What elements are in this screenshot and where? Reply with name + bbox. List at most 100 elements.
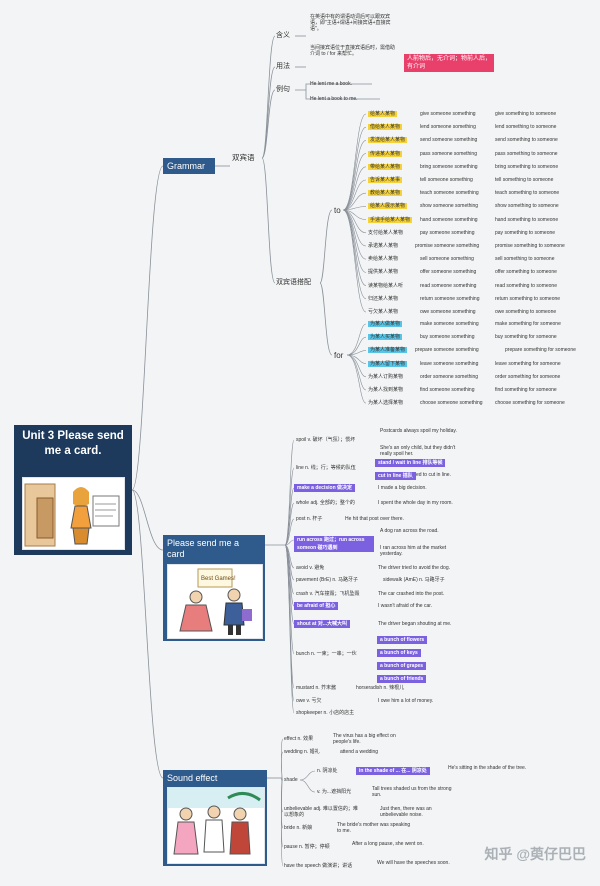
collocation-form-b: make something for someone [495, 321, 561, 327]
collocation-cn: 为某人准备某物 [368, 347, 408, 354]
collocation-cn: 为某人订购某物 [368, 373, 404, 380]
vocab-word: mustard n. 芥末酱 [296, 685, 337, 691]
collocation-form-a: tell someone something [420, 177, 473, 183]
for-label: for [334, 351, 344, 360]
root-node[interactable]: Unit 3 Please send me a card. [14, 425, 132, 555]
vocab-word: post n. 杆子 [296, 516, 323, 522]
collocation-form-a: pay someone something [420, 229, 475, 236]
collocation-cn: 带给某人某物 [368, 163, 403, 170]
collocation-form-a: give someone something [420, 111, 476, 117]
usage-label: 用法 [276, 63, 290, 70]
collocation-form-b: give something to someone [495, 111, 557, 117]
example-sentence: After a long pause, she went on. [352, 841, 424, 847]
phrase-chip: be afraid of 担心 [294, 602, 339, 610]
example-sentence: I made a big decision. [378, 485, 427, 491]
vocab-word: owe v. 亏欠 [296, 698, 322, 704]
card-text: Best Games! [201, 576, 236, 582]
grammar-node[interactable]: Grammar [163, 158, 215, 174]
collocation-cn: 给某人某物 [368, 111, 398, 117]
vocab-word: crash v. 汽车撞毁；飞机坠毁 [296, 591, 360, 597]
collocation-form-b: sell something to someone [495, 256, 555, 263]
example-sentence-2: He lent a book to me. [310, 96, 358, 102]
collocation-form-b: pass something to someone [495, 150, 558, 157]
collocation-form-b: offer something to someone [495, 269, 557, 276]
collocation-form-a: order someone something [420, 373, 479, 380]
collocation-form-b: lend something to someone [495, 124, 557, 131]
phrase-chip: a bunch of friends [377, 675, 427, 683]
collocation-form-a: return someone something [420, 295, 480, 302]
example-sentence: A dog ran across the road. [380, 528, 439, 534]
phrase-chip: a bunch of flowers [377, 636, 428, 644]
example-sentence: The driver began shouting at me. [378, 621, 452, 627]
collocation-cn: 支付给某人某物 [368, 229, 404, 236]
phrase-chip: stand / wait in line 排队等候 [375, 459, 446, 467]
double-object-label: 双宾语 [232, 153, 255, 162]
collocation-form-b: order something for someone [495, 373, 561, 380]
collocation-form-b: find something for someone [495, 387, 557, 393]
example-sentence: Just then, there was an unbelievable noi… [380, 806, 432, 818]
lesson-illustration: Best Games! [167, 564, 263, 639]
sound-illustration [167, 787, 265, 864]
grammar-title: Grammar [167, 161, 205, 171]
collocation-cn: 亏欠某人某物 [368, 309, 399, 315]
collocation-form-a: buy someone something [420, 334, 475, 341]
vocab-word: wedding n. 婚礼 [284, 749, 320, 755]
sound-node[interactable]: Sound effect [163, 770, 267, 866]
two-people-card-illustration: Best Games! [179, 568, 252, 635]
collocation-form-b: hand something to someone [495, 216, 559, 223]
vocab-word: pavement (BrE) n. 马路牙子 [296, 577, 358, 583]
phrase-chip: in the shade of ... 在... 阴凉处 [356, 767, 430, 775]
collocation-label: 双宾语搭配 [276, 279, 311, 286]
vocab-word: have the speech 做演讲；讲话 [284, 863, 353, 869]
example-label: 例句 [276, 86, 290, 93]
collocation-form-b: tell something to someone [495, 177, 554, 183]
collocation-cn: 为某人找到某物 [368, 387, 404, 393]
vocab-word: shopkeeper n. 小店的店主 [296, 710, 355, 716]
collocation-cn: 为某人买某物 [368, 334, 403, 341]
example-sentence: He hit that post over there. [345, 516, 404, 522]
collocation-form-b: owe something to someone [495, 309, 557, 315]
vocab-word: shade [284, 777, 298, 783]
example-sentence: Postcards always spoil my holiday. [380, 428, 457, 434]
wedding-guests-illustration [168, 788, 264, 855]
vocab-word: line n. 线；行；等候的队伍 [296, 465, 356, 471]
example-sentence: I spent the whole day in my room. [378, 500, 453, 506]
vocab-word: n. 阴凉处 [317, 768, 338, 774]
example-sentence: The driver tried to avoid the dog. [378, 565, 450, 571]
sound-title: Sound effect [167, 773, 218, 783]
example-sentence: He's sitting in the shade of the tree. [448, 765, 527, 771]
root-illustration [22, 477, 125, 550]
example-sentence: The virus has a big effect on people's l… [333, 733, 396, 745]
example-sentence: I owe him a lot of money. [378, 698, 434, 704]
collocation-cn: 给某人展示某物 [368, 203, 408, 210]
collocation-cn: 传递某人某物 [368, 150, 403, 157]
girl-at-door-illustration [24, 483, 120, 547]
vocab-word: unbelievable adj. 难以置信的；难以想象的 [284, 806, 358, 818]
collocation-cn: 归还某人某物 [368, 295, 399, 302]
collocation-form-a: pass someone something [420, 150, 477, 157]
example-sentence-1: He lent me a book. [310, 81, 352, 87]
collocation-cn: 为某人做某物 [368, 321, 403, 327]
vocab-word-extra: horseradish n. 辣根儿 [356, 685, 405, 691]
meaning-text: 在英语中有的谓语动词后可以跟双宾语，即"主语+谓语+间接宾语+直接宾语"。 [310, 14, 391, 32]
vocab-word: pause n. 暂停；停顿 [284, 844, 330, 850]
usage-note: 人前物后，无介词；物前人后，有介词 [404, 54, 494, 72]
vocab-word: avoid v. 避免 [296, 565, 325, 571]
collocation-cn: 手递手给某人某物 [368, 216, 413, 223]
collocation-form-a: find someone something [420, 387, 475, 393]
example-sentence: attend a wedding [340, 749, 379, 755]
vocab-word: v. 为...遮挡阳光 [317, 789, 352, 795]
collocation-form-b: buy something for someone [495, 334, 557, 341]
collocation-form-b: pay something to someone [495, 229, 556, 236]
phrase-chip: a bunch of keys [377, 649, 421, 657]
collocation-form-a: owe someone something [420, 309, 476, 315]
collocation-cn: 教给某人某物 [368, 190, 403, 197]
vocab-word: bride n. 新娘 [284, 825, 313, 831]
example-sentence: Tall trees shaded us from the strong sun… [372, 786, 452, 798]
collocation-form-b: bring something to someone [495, 163, 559, 170]
collocation-form-a: leave someone something [420, 360, 479, 367]
example-sentence: I ran across him at the market yesterday… [380, 545, 447, 557]
vocab-word-extra: sidewalk (AmE) n. 马路牙子 [383, 577, 445, 583]
lesson-node[interactable]: Please send me a card Best Games! [163, 535, 265, 641]
